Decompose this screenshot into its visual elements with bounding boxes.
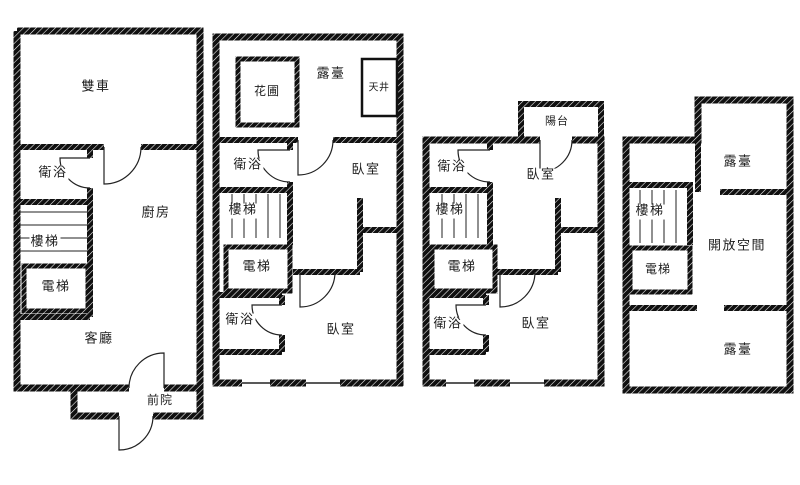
floor-1-stairs-treads [17, 211, 88, 252]
room-label-bedroom-2f-upper: 臥室 [350, 162, 382, 179]
floor-2-flower-bed-walls [235, 56, 300, 128]
floor-3-inner-walls [426, 140, 601, 355]
room-label-stairs-3f: 樓梯 [434, 202, 466, 219]
floor-4-elevator-shaft [627, 245, 693, 295]
room-label-kitchen: 廚房 [140, 205, 172, 222]
floor-1-elevator-shaft [21, 263, 91, 314]
room-label-bathroom-2f-upper: 衛浴 [232, 157, 264, 174]
room-label-elevator-2f: 電梯 [241, 259, 273, 276]
room-label-elevator-1f: 電梯 [40, 279, 72, 296]
room-label-terrace-2f: 露臺 [315, 66, 347, 83]
floor-2-plan [212, 33, 404, 387]
room-label-bedroom-3f-lower: 臥室 [520, 316, 552, 333]
floor-3-windows [446, 379, 544, 387]
room-label-bathroom-3f-upper: 衛浴 [436, 159, 468, 176]
floor-2-elevator-shaft [223, 244, 293, 294]
room-label-terrace-4f-upper: 露臺 [722, 154, 754, 171]
room-label-bedroom-2f-lower: 臥室 [325, 322, 357, 339]
room-label-bathroom-3f-lower: 衛浴 [432, 316, 464, 333]
floor-3-balcony-walls [518, 101, 604, 141]
room-label-elevator-4f: 電梯 [643, 262, 673, 277]
room-label-garage: 雙車 [80, 79, 112, 96]
room-label-light-well: 天井 [367, 82, 391, 94]
floor-2-light-well-walls [360, 57, 399, 118]
room-label-terrace-4f-lower: 露臺 [722, 342, 754, 359]
room-label-bathroom-2f-lower: 衛浴 [224, 312, 256, 329]
room-label-stairs-4f: 樓梯 [634, 203, 666, 220]
room-label-living-room: 客廳 [83, 331, 115, 348]
room-label-balcony: 陽台 [544, 114, 570, 129]
room-label-open-space: 開放空間 [706, 238, 768, 255]
room-label-bathroom-1f: 衛浴 [37, 165, 69, 182]
floor-4-plan [622, 96, 794, 394]
floor-3-plan [422, 101, 605, 387]
room-label-front-yard: 前院 [145, 393, 175, 408]
floor-2-inner-walls [216, 137, 400, 355]
floor-2-windows [242, 379, 340, 387]
floor-1-outer-walls [13, 27, 204, 420]
floor-3-elevator-shaft [429, 244, 498, 294]
floor-2-outer-walls [212, 33, 404, 387]
floor-2-door-arcs [251, 139, 336, 336]
floor-1-plan [13, 27, 204, 451]
room-label-stairs-2f: 樓梯 [227, 202, 259, 219]
floor-4-inner-walls [626, 140, 790, 311]
room-label-elevator-3f: 電梯 [446, 259, 478, 276]
room-label-stairs-1f: 樓梯 [29, 234, 61, 251]
room-label-flower-bed: 花圃 [252, 84, 282, 99]
floor-1-inner-walls [17, 144, 200, 320]
room-label-bedroom-3f-upper: 臥室 [525, 167, 557, 184]
